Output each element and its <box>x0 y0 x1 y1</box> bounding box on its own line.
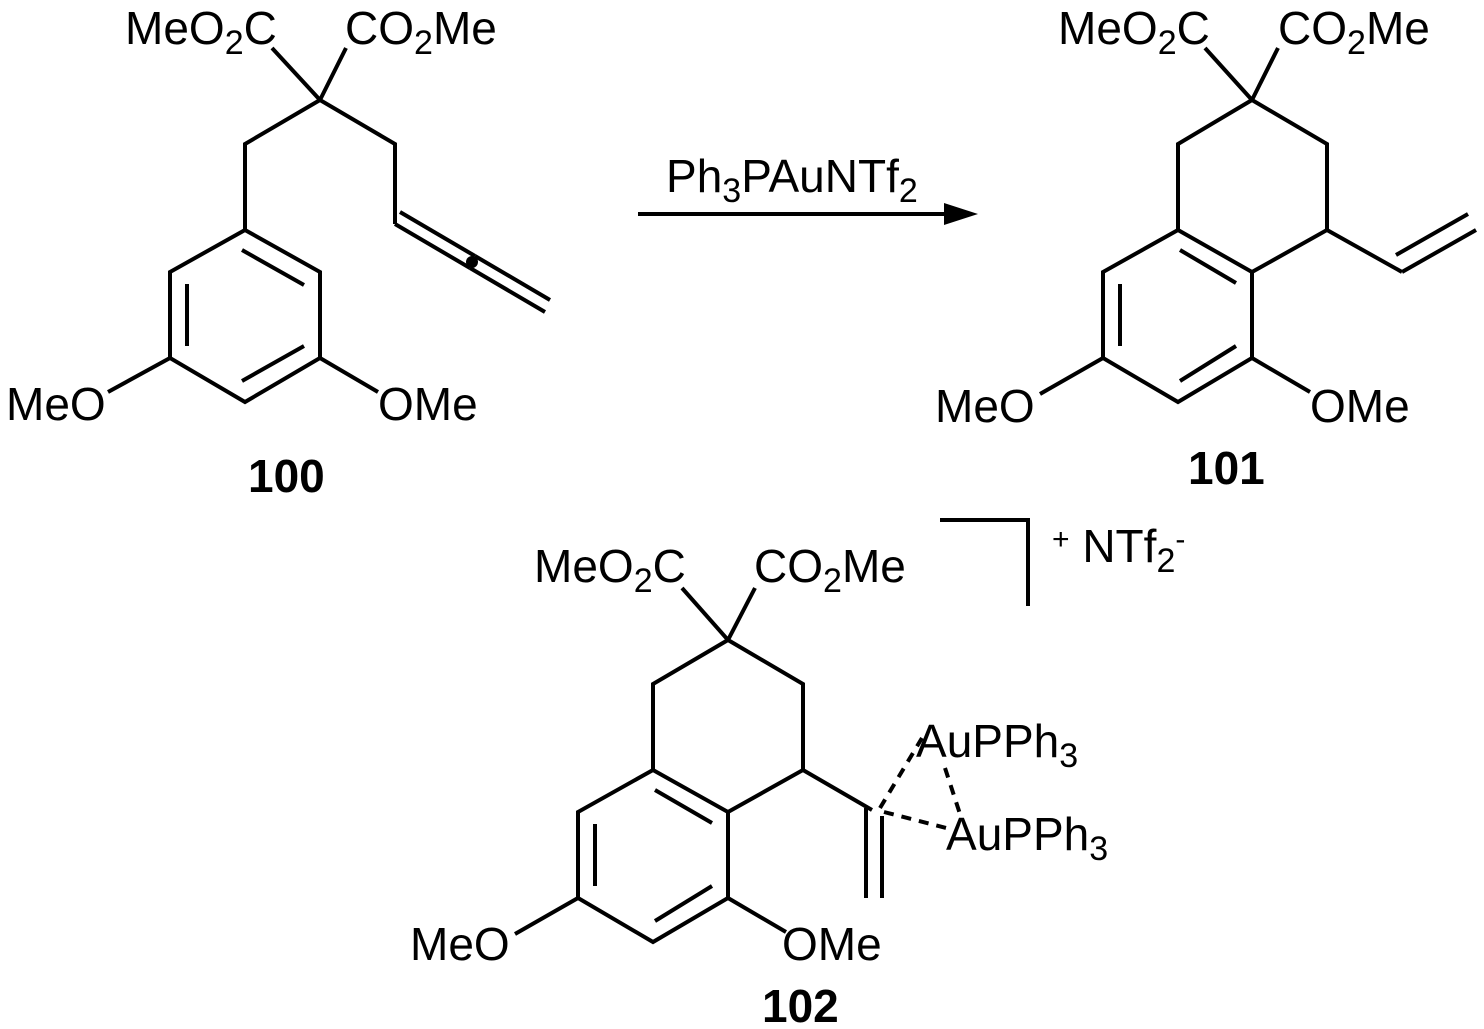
allene-bond-b1 <box>468 266 547 314</box>
gold-gold-interaction <box>943 767 962 815</box>
ester-bond-right-101 <box>1250 47 1280 101</box>
ester-label-left-101: MeO2C <box>1058 2 1210 62</box>
counterion-label: + NTf2- <box>1052 520 1185 580</box>
ester-label-right-102: CO2Me <box>754 540 906 600</box>
cation-bracket <box>940 518 1030 606</box>
allene-central-carbon-dot <box>466 256 478 268</box>
compound-102: MeO2C CO2Me AuPPh3 AuPPh3 MeO OMe + NTf2… <box>410 518 1185 1029</box>
reaction-arrow-group: Ph3PAuNTf2 <box>638 150 978 225</box>
vinyl-double-bond-a <box>1401 228 1477 274</box>
compound-number-101: 101 <box>1188 442 1265 494</box>
methoxy-label-right-100: OMe <box>378 378 478 430</box>
ring-102-aromatic-outline <box>576 768 730 945</box>
methoxy-bond-left-100 <box>107 356 171 394</box>
allene-bond-a2 <box>398 210 477 258</box>
allene-bond-a1 <box>393 222 472 270</box>
ester-bond-right-100 <box>318 47 348 101</box>
ester-bond-left-100 <box>270 46 322 102</box>
vinyl-single-bond <box>1326 228 1403 274</box>
ring-102-inner-bond-a <box>653 788 714 825</box>
ester-label-left-102: MeO2C <box>534 540 686 600</box>
vinyl-double-bond-b <box>1395 212 1469 257</box>
gold-interaction-lower <box>883 810 947 830</box>
methoxy-label-left-102: MeO <box>410 918 510 970</box>
vinyl-gold-single-bond <box>801 768 874 812</box>
reagent-label: Ph3PAuNTf2 <box>666 150 918 210</box>
gold-label-upper: AuPPh3 <box>916 715 1078 775</box>
allene-bond-b2 <box>473 254 552 302</box>
methoxy-bond-left-101 <box>1039 356 1104 396</box>
methoxy-label-left-101: MeO <box>935 380 1035 432</box>
reaction-arrow-head <box>944 203 978 225</box>
methoxy-label-left-100: MeO <box>6 378 106 430</box>
benzyl-chain-100 <box>243 98 322 230</box>
ring-101-saturated <box>1176 97 1329 274</box>
methoxy-bond-right-101 <box>1250 356 1312 394</box>
gold-label-lower: AuPPh3 <box>946 808 1108 868</box>
ester-bond-right-102 <box>726 587 757 641</box>
methoxy-bond-left-102 <box>514 896 579 936</box>
methoxy-bond-right-102 <box>726 896 788 934</box>
ring-101-aromatic-outline <box>1101 228 1254 405</box>
ring-102-inner-bond-b <box>653 884 714 923</box>
ring-100-inner-bond-a <box>241 248 305 287</box>
compound-number-100: 100 <box>248 450 325 502</box>
ring-100-outline <box>168 228 322 405</box>
methoxy-bond-right-100 <box>318 356 380 394</box>
ester-bond-left-101 <box>1203 46 1254 102</box>
gold-interaction-upper <box>878 736 924 810</box>
ring-102-saturated <box>651 637 805 814</box>
compound-100: MeO2C CO2Me MeO OMe 100 <box>6 2 552 502</box>
ring-101-inner-bond-b <box>1178 344 1238 383</box>
methoxy-label-right-101: OMe <box>1310 380 1410 432</box>
ring-101-inner-bond-a <box>1178 248 1238 285</box>
ester-label-right-100: CO2Me <box>345 2 497 62</box>
ester-bond-left-102 <box>680 586 730 642</box>
ring-100-inner-bond-b <box>241 344 305 383</box>
allyl-chain-100 <box>318 98 397 224</box>
ester-label-right-101: CO2Me <box>1278 2 1430 62</box>
methoxy-label-right-102: OMe <box>782 918 882 970</box>
compound-101: MeO2C CO2Me MeO OMe 101 <box>935 2 1477 494</box>
compound-number-102: 102 <box>762 980 839 1029</box>
ester-label-left-100: MeO2C <box>125 2 277 62</box>
